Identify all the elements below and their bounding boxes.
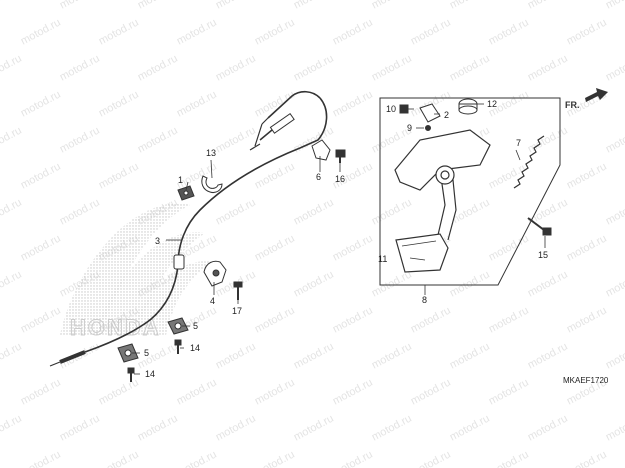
callout-17: 17 [232, 306, 242, 316]
callout-3: 3 [155, 236, 160, 246]
callout-14-lower: 14 [145, 369, 155, 379]
callout-10: 10 [386, 104, 396, 114]
part-10-nut [399, 104, 409, 114]
part-12-cap [458, 98, 478, 115]
callout-9: 9 [407, 123, 412, 133]
callout-7: 7 [516, 138, 521, 148]
front-label: FR. [565, 100, 580, 110]
callout-6: 6 [316, 172, 321, 182]
callout-5-lower: 5 [144, 348, 149, 358]
diagram-code: MKAEF1720 [563, 376, 609, 385]
bracket-part-4 [203, 260, 227, 287]
clamp-part-13 [201, 175, 223, 193]
callout-11: 11 [378, 254, 387, 264]
callout-1: 1 [178, 175, 183, 185]
callout-labels: 1 2 3 4 5 5 6 7 8 9 10 11 12 13 14 14 15… [144, 99, 548, 379]
callout-12: 12 [487, 99, 497, 109]
bolt-part-17 [233, 281, 243, 300]
leader-lines [132, 103, 546, 375]
bolt-part-15 [527, 217, 552, 236]
spring-part-7 [513, 135, 545, 189]
bolt-part-16 [335, 149, 346, 163]
honda-wing-logo: HONDA [60, 203, 212, 341]
clip-part-1 [177, 185, 195, 201]
callout-15: 15 [538, 250, 548, 260]
callout-2: 2 [444, 110, 449, 120]
bolt-part-14 [127, 339, 182, 382]
callout-14-upper: 14 [190, 343, 200, 353]
bracket-part-6 [311, 139, 331, 161]
honda-brand-text: HONDA [70, 315, 161, 340]
pedal-bracket [394, 129, 491, 241]
callout-16: 16 [335, 174, 345, 184]
callout-13: 13 [206, 148, 216, 158]
clamp-part-5-upper [167, 317, 189, 335]
part-2-bracket [419, 103, 441, 123]
callout-5-upper: 5 [193, 321, 198, 331]
part-9-bolt [425, 125, 431, 131]
front-direction-arrow: FR. [565, 88, 608, 110]
callout-8: 8 [422, 295, 427, 305]
brake-cable [49, 90, 328, 367]
cable-adjuster [173, 112, 295, 270]
callout-4: 4 [210, 296, 215, 306]
pedal-assembly-box [379, 97, 561, 286]
clamp-part-5-lower [117, 343, 139, 363]
pedal-pad-part-11 [395, 233, 449, 273]
